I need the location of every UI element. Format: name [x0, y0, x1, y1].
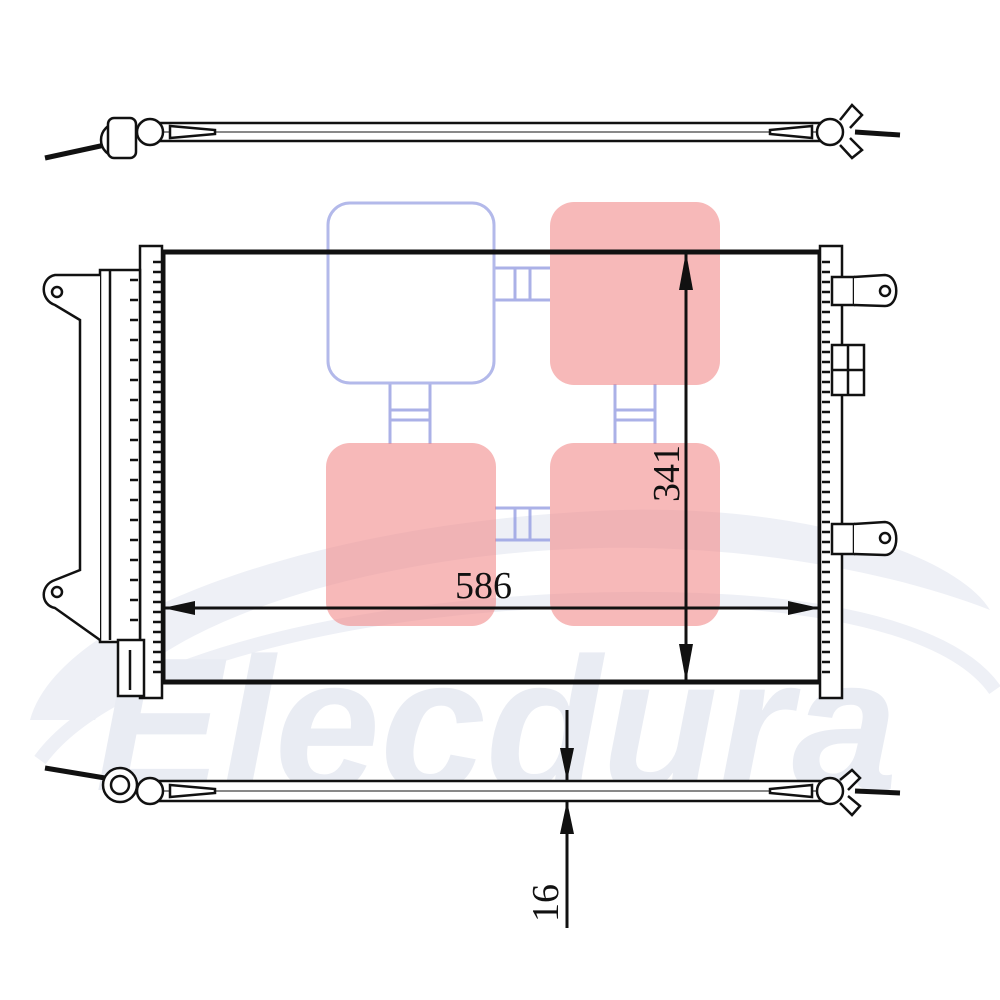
top-view	[44, 103, 901, 161]
logo-square-outline	[326, 201, 496, 385]
watermark-swoosh	[30, 509, 990, 720]
right-header-ticks	[822, 260, 830, 674]
width-dimension: 586	[163, 565, 820, 615]
height-dimension: 341	[646, 252, 693, 682]
front-view	[42, 244, 898, 700]
height-label: 341	[646, 445, 688, 502]
thickness-label: 16	[525, 884, 567, 922]
logo-square-pink-2	[326, 443, 496, 626]
logo-square-pink-1	[550, 202, 720, 385]
watermark-logo	[326, 201, 720, 626]
thickness-dimension: 16	[525, 710, 574, 928]
left-header-tank	[42, 244, 164, 700]
width-label: 586	[455, 565, 512, 607]
left-header-ticks	[130, 260, 161, 674]
logo-square-pink-3	[550, 443, 720, 626]
bottom-view	[44, 765, 901, 817]
right-header-tank	[818, 244, 898, 700]
